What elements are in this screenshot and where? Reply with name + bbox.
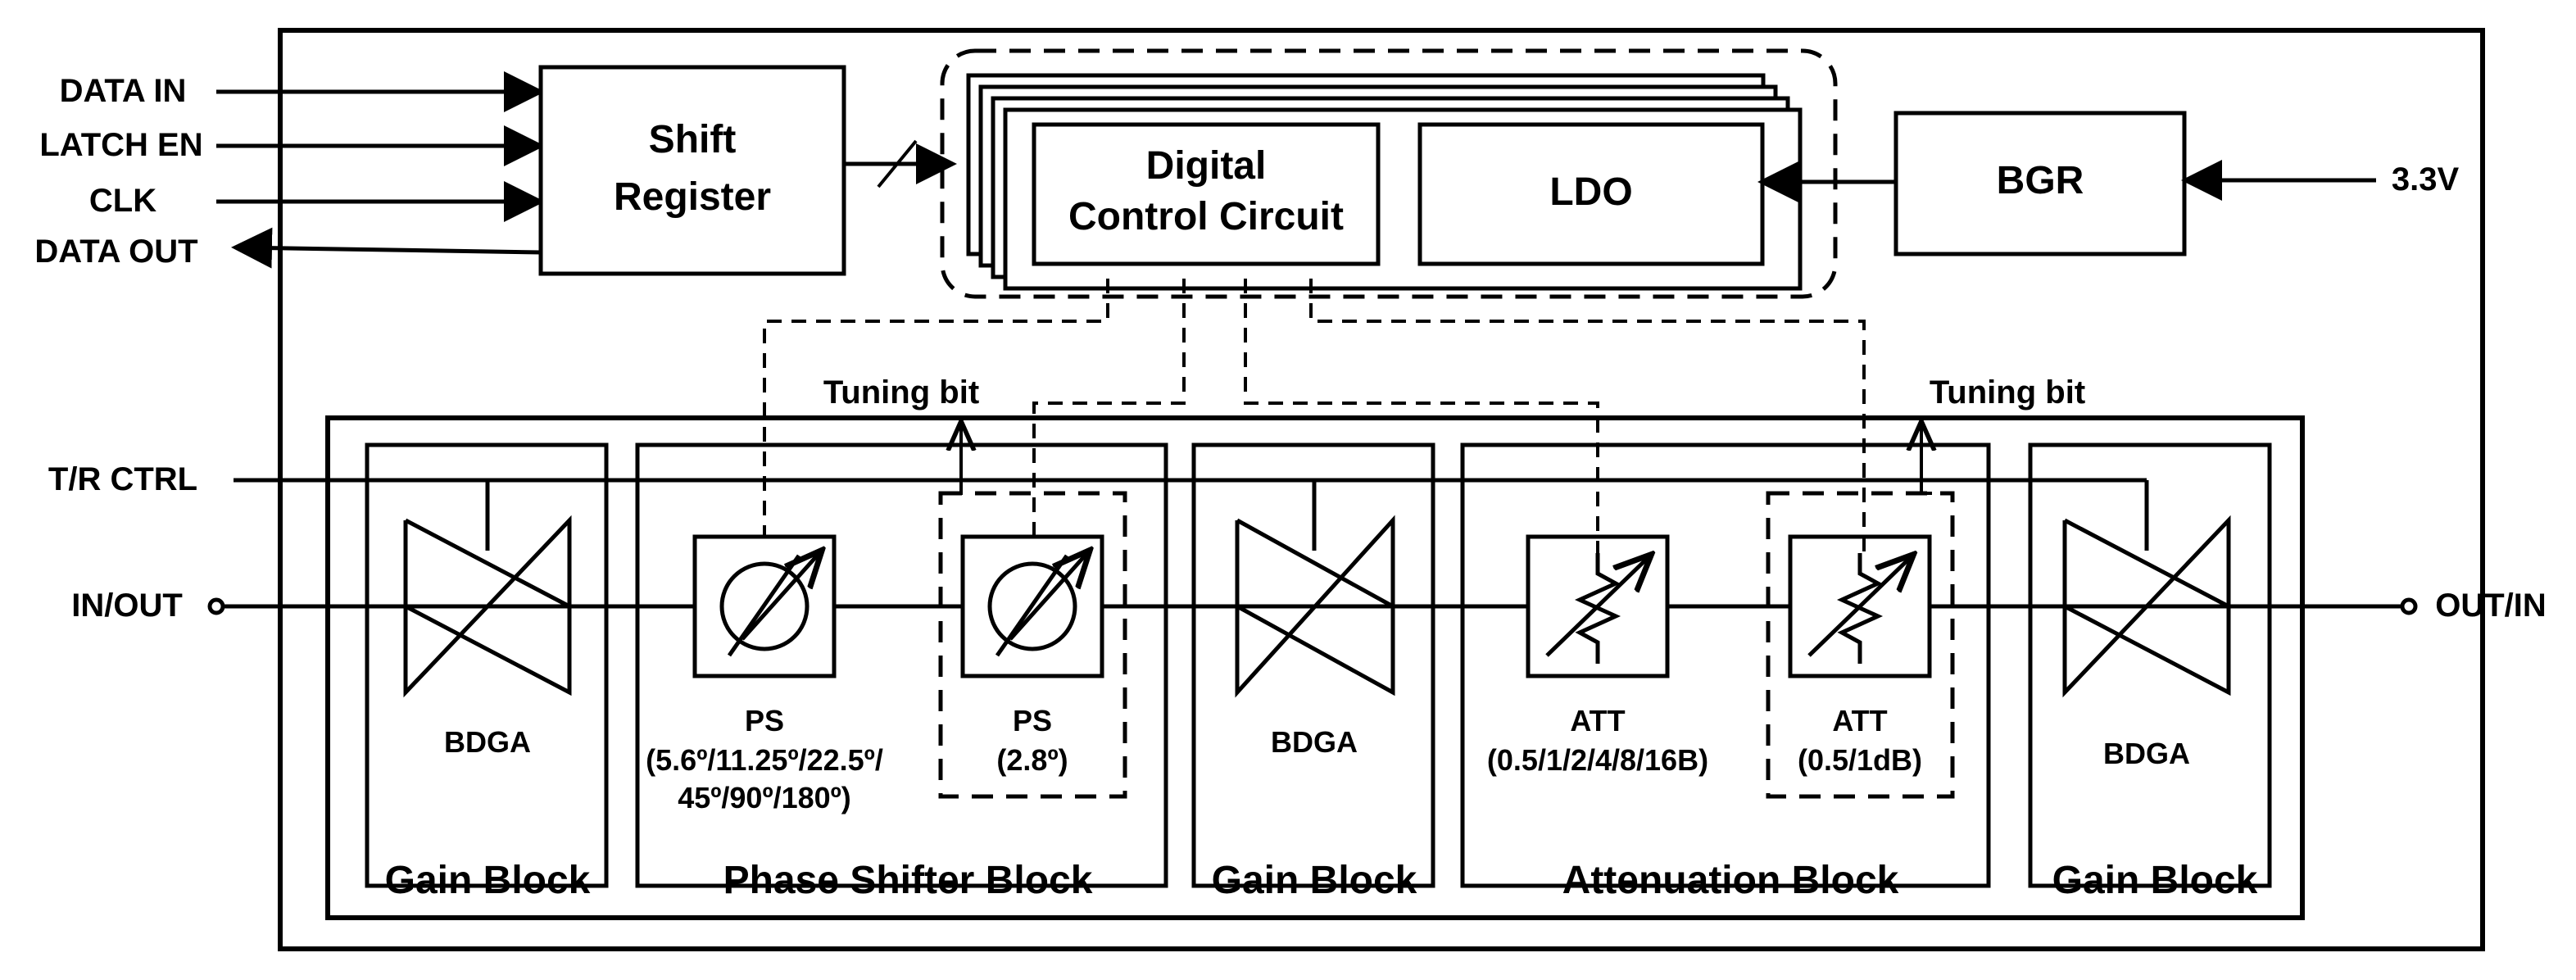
bdga-label-3: BDGA — [2103, 737, 2190, 770]
attenuation-block-title: Attenuation Block — [1562, 859, 1899, 902]
chip-outline — [278, 28, 2485, 951]
gain-block-3-title: Gain Block — [2052, 859, 2258, 902]
digital-control-box — [1032, 122, 1381, 266]
att1-arrow — [1545, 557, 1649, 657]
supply-label: 3.3V — [2392, 161, 2460, 197]
att2-arrow — [1807, 557, 1911, 657]
tuning-bit-left-line — [941, 424, 961, 495]
gain-block-3-frame — [2028, 442, 2272, 888]
in-out-port — [207, 597, 225, 615]
gain-block-1-frame — [365, 442, 609, 888]
ps2-arrow — [1009, 553, 1087, 641]
bdga-symbol-3 — [2062, 515, 2231, 698]
ctrl-line-ps1 — [763, 279, 1109, 537]
rf-chain-frame — [325, 415, 2305, 920]
bgr-box — [1893, 111, 2187, 256]
ps1-arrow — [741, 553, 819, 641]
ctrl-line-att1 — [1244, 279, 1599, 553]
ps1-value-2: 45º/90º/180º) — [678, 781, 851, 814]
bdga-label-1: BDGA — [444, 725, 531, 759]
shift-register-label-2: Register — [614, 175, 771, 219]
ps2-name: PS — [1013, 704, 1052, 737]
gain-block-2-frame — [1191, 442, 1435, 888]
ldo-label: LDO — [1549, 170, 1632, 214]
bus-slash — [877, 139, 918, 188]
data-out-arrow — [231, 227, 542, 269]
data-out-label: DATA OUT — [34, 234, 197, 270]
tr-ctrl-label: T/R CTRL — [48, 461, 197, 497]
attenuation-block-frame — [1460, 442, 1991, 888]
ps1-circle — [719, 561, 810, 651]
ps2-circle — [987, 561, 1077, 651]
latch-en-label: LATCH EN — [39, 127, 202, 163]
data-in-label: DATA IN — [60, 73, 187, 109]
ldo-box — [1417, 122, 1765, 266]
shift-register-box — [538, 65, 846, 276]
in-out-label: IN/OUT — [71, 588, 183, 624]
ps1-value-1: (5.6º/11.25º/22.5º/ — [646, 743, 883, 777]
gain-block-1-title: Gain Block — [385, 859, 591, 902]
att1-value: (0.5/1/2/4/8/16B) — [1487, 743, 1708, 777]
control-dashed-group — [940, 48, 1838, 299]
bdga-symbol-1 — [403, 515, 572, 698]
out-in-label: OUT/IN — [2435, 588, 2547, 624]
clk-label: CLK — [89, 183, 156, 219]
digital-control-label-1: Digital — [1146, 144, 1267, 188]
shift-register-label-1: Shift — [649, 118, 737, 161]
bgr-label: BGR — [1997, 159, 2084, 202]
ps2-value: (2.8º) — [996, 743, 1068, 777]
out-in-port — [2400, 597, 2418, 615]
att2-value: (0.5/1dB) — [1798, 743, 1922, 777]
att1-name: ATT — [1570, 704, 1625, 737]
ctrl-line-ps2 — [1032, 279, 1186, 537]
tuning-bit-right-line — [1921, 424, 1932, 495]
phase-shifter-block-title: Phase Shifter Block — [723, 859, 1093, 902]
tuning-bit-left-label: Tuning bit — [823, 374, 979, 411]
att2-name: ATT — [1832, 704, 1887, 737]
digital-control-label-2: Control Circuit — [1068, 195, 1344, 238]
tuning-bit-right-label: Tuning bit — [1930, 374, 2085, 411]
gain-block-2-title: Gain Block — [1212, 859, 1417, 902]
bdga-label-2: BDGA — [1271, 725, 1358, 759]
bdga-symbol-2 — [1235, 515, 1395, 698]
phase-shifter-block-frame — [635, 442, 1168, 888]
ps1-name: PS — [745, 704, 784, 737]
